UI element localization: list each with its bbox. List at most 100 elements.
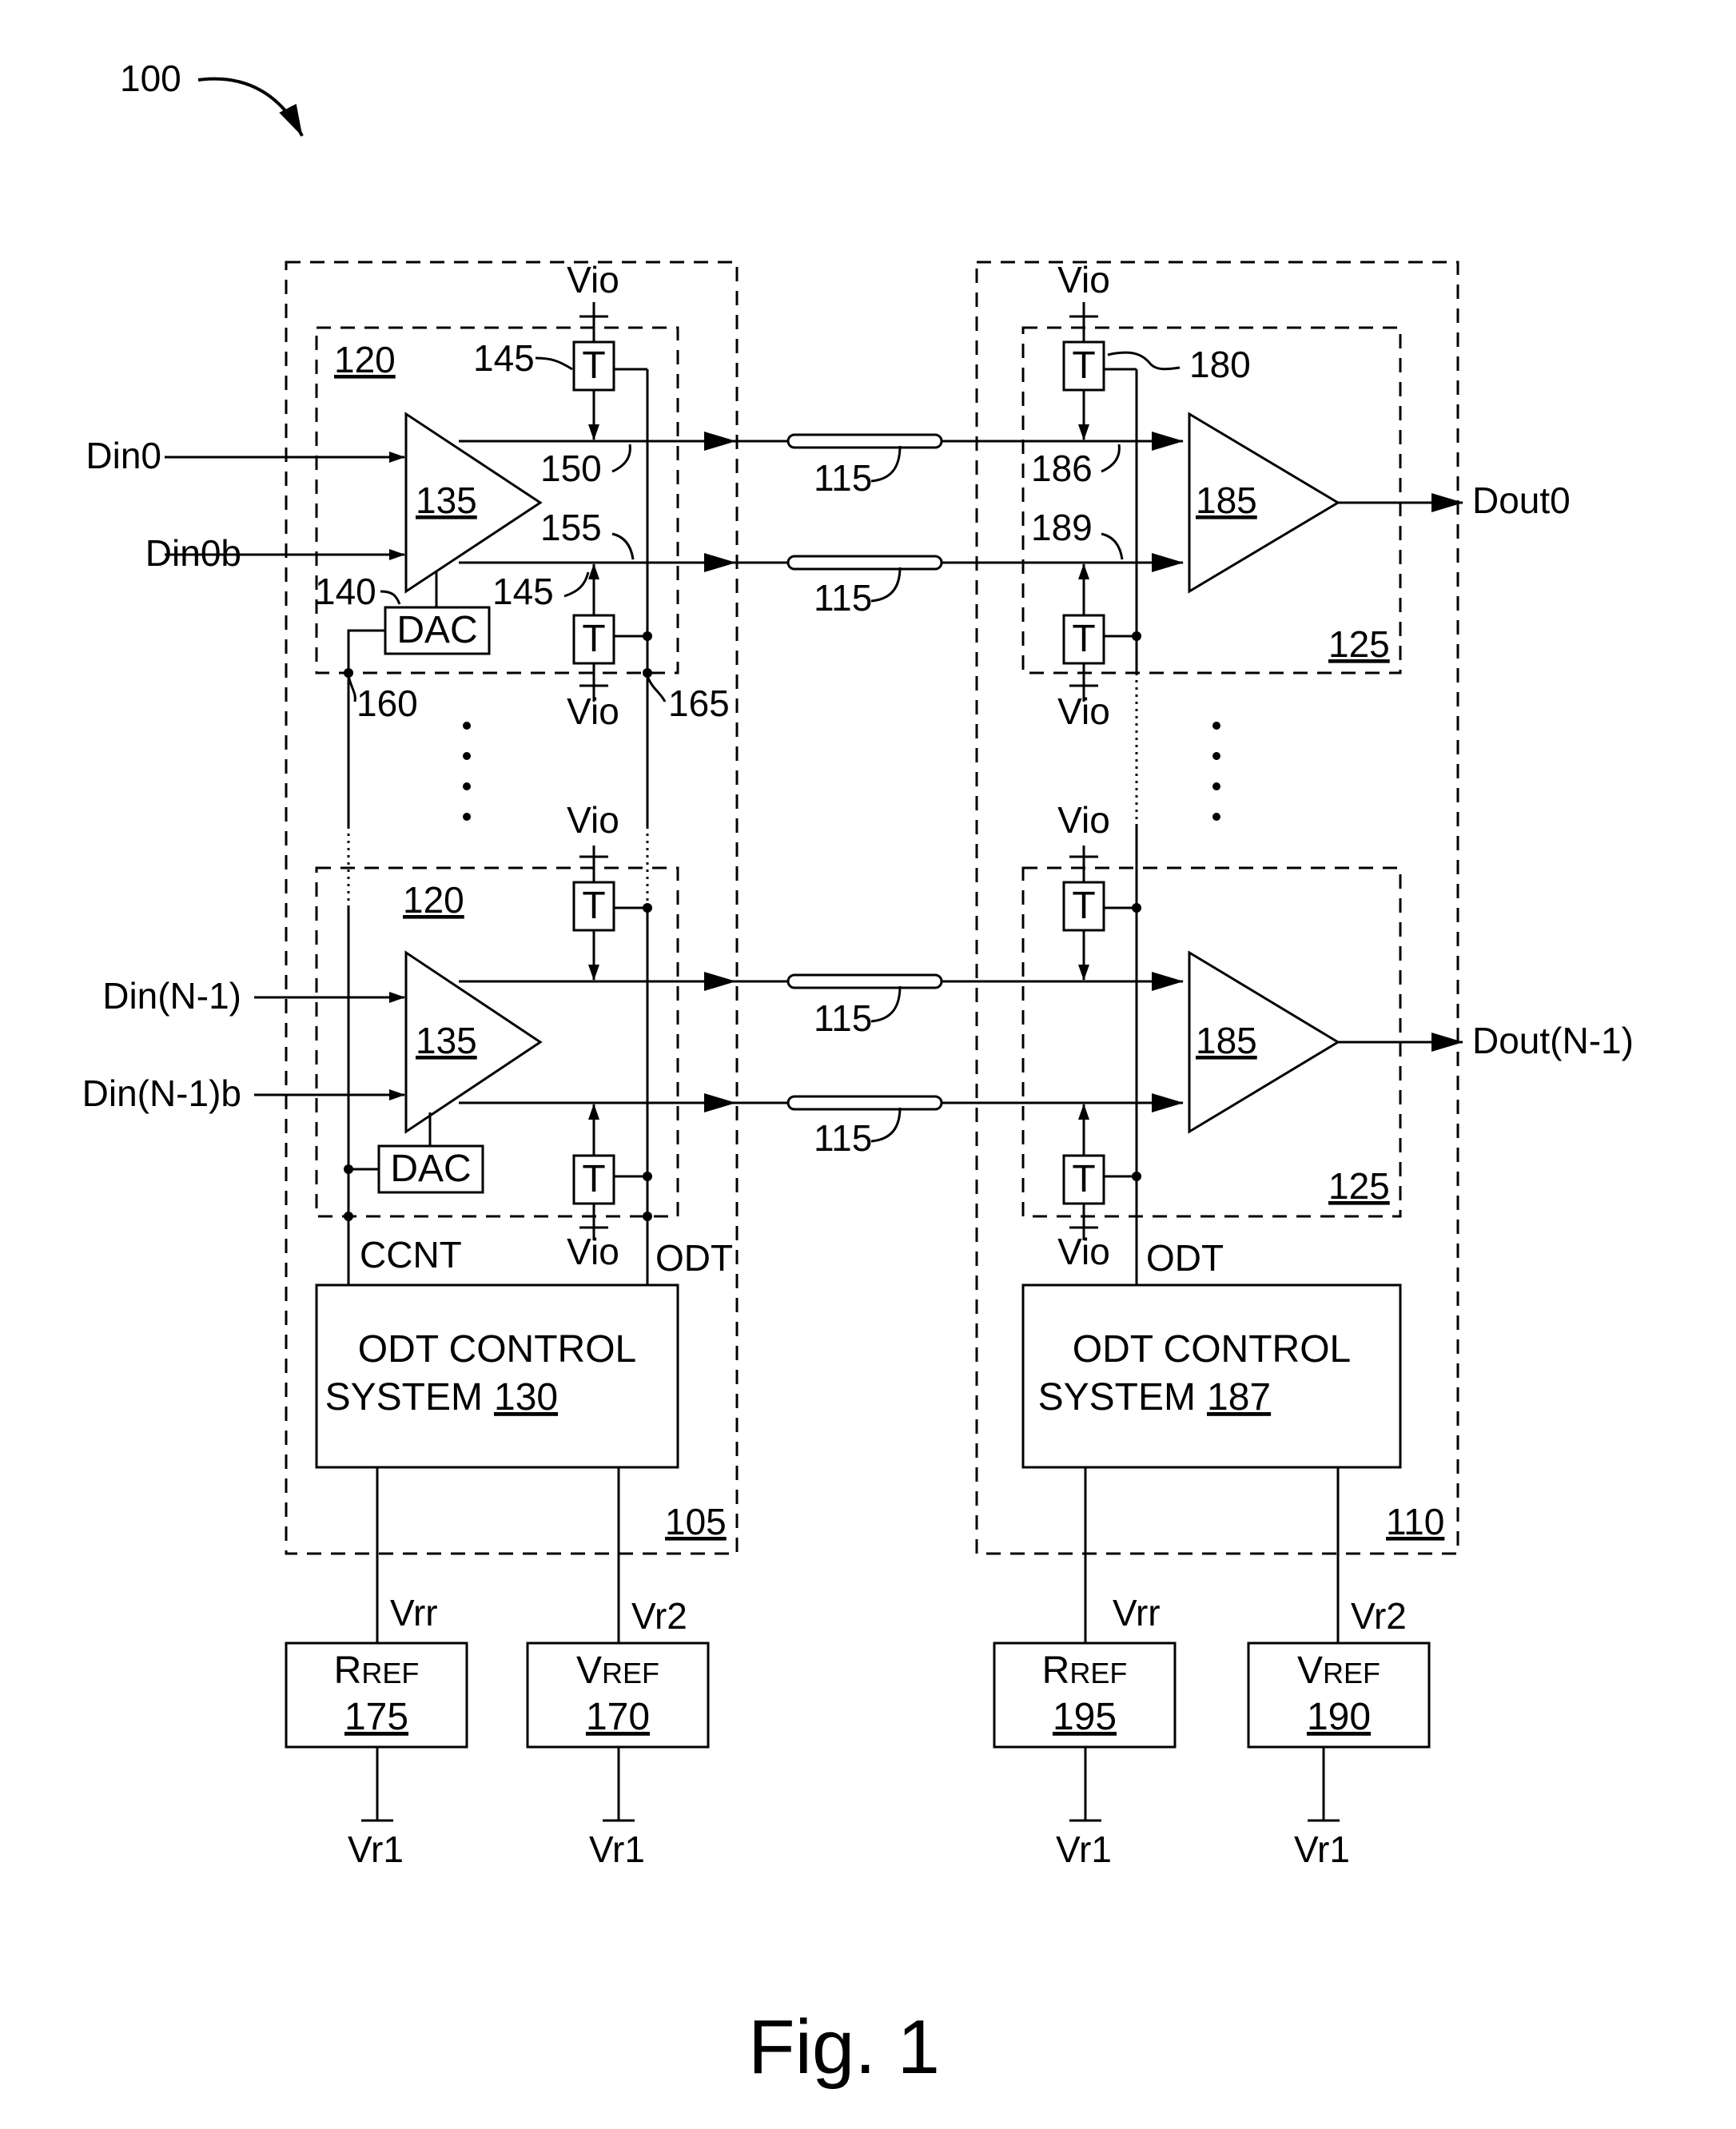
dout0-label: Dout0 <box>1472 480 1571 521</box>
rx-odt-label: ODT <box>1146 1237 1224 1279</box>
link-ref-115-c: 115 <box>814 997 872 1039</box>
rref-195-ref: 195 <box>1053 1696 1117 1738</box>
ccnt-bus-0 <box>348 631 385 826</box>
tx-vrr-label: Vrr <box>390 1592 438 1634</box>
link-ref-115-d: 115 <box>814 1117 872 1159</box>
receiver-device-label: 110 <box>1386 1501 1444 1542</box>
node-ref-189-leader <box>1101 534 1122 559</box>
rx-receiver-n1-label: 185 <box>1196 1020 1257 1061</box>
odt-ref-165: 165 <box>668 682 730 724</box>
tx-driver-0-label: 135 <box>416 480 477 521</box>
rx0-termination-top-label: T <box>1072 344 1095 387</box>
link-ref-115-b: 115 <box>814 577 872 619</box>
figure-caption: Fig. 1 <box>748 2004 940 2090</box>
ccnt-label: CCNT <box>360 1234 462 1275</box>
ccnt-ref-160: 160 <box>356 682 418 724</box>
rx-ellipsis <box>1212 722 1220 821</box>
rref-195-vr1: Vr1 <box>1056 1829 1112 1870</box>
node-ref-150-leader <box>612 444 630 472</box>
node-ref-186: 186 <box>1031 448 1093 489</box>
transmitter-device-label: 105 <box>665 1501 727 1542</box>
channel-lane0-n <box>735 556 1183 569</box>
tx-ellipsis <box>463 722 471 821</box>
rx-control-line2: SYSTEM <box>1038 1376 1196 1419</box>
dac-n1-label: DAC <box>390 1148 471 1190</box>
tx0-termination-bottom-label: T <box>582 618 605 660</box>
rxn1-vio-bottom: Vio <box>1057 1231 1110 1272</box>
odt-node-txn1-b <box>643 1172 652 1181</box>
node-ref-155-leader <box>612 534 633 559</box>
vref-190-ref: 190 <box>1307 1696 1371 1738</box>
rx0-vio-bottom: Vio <box>1057 690 1110 732</box>
rref-175-ref: 175 <box>344 1696 408 1738</box>
tx-driver-n1-label: 135 <box>416 1020 477 1061</box>
rx0-vio-top: Vio <box>1057 259 1110 300</box>
ccnt-node-n1 <box>344 1164 353 1174</box>
txn1-termination-top-label: T <box>582 885 605 927</box>
txn1-termination-bottom-label: T <box>582 1158 605 1200</box>
odt-node-tx0-b <box>643 631 652 641</box>
tx0-vio-top: Vio <box>567 259 619 300</box>
tx0-termination-top-label: T <box>582 344 605 387</box>
din-n1b-label: Din(N-1)b <box>82 1072 241 1114</box>
tx-odt-label: ODT <box>655 1237 733 1279</box>
tx-control-ref: 130 <box>494 1376 558 1419</box>
tx-lane-n1-label: 120 <box>403 879 464 921</box>
rx-lane-0-label: 125 <box>1328 623 1390 665</box>
dac-ref-140: 140 <box>315 571 376 612</box>
link-ref-115-d-leader <box>871 1108 900 1141</box>
tx-lane-0-label: 120 <box>334 339 396 380</box>
vref-170-ref: 170 <box>586 1696 650 1738</box>
term-ref-145-top-leader <box>536 358 572 369</box>
txn1-vio-top: Vio <box>567 799 619 841</box>
figure-ref-number: 100 <box>120 58 181 99</box>
channel-lanen1-n <box>735 1096 1183 1109</box>
din0b-label: Din0b <box>145 532 241 574</box>
tx-control-line1: ODT CONTROL <box>358 1328 636 1371</box>
odt-node-txn1-a <box>643 903 652 913</box>
node-ref-155: 155 <box>540 507 602 548</box>
term-ref-145-top: 145 <box>473 337 535 379</box>
link-ref-115-c-leader <box>871 986 900 1021</box>
rx-control-line1: ODT CONTROL <box>1073 1328 1351 1371</box>
dac-0-label: DAC <box>396 609 477 651</box>
link-ref-115-a-leader <box>871 446 900 481</box>
figure-ref-arrow <box>198 79 302 136</box>
vref-190-vr1: Vr1 <box>1294 1829 1350 1870</box>
rx-lane-n1-label: 125 <box>1328 1165 1390 1207</box>
rx-receiver-0-label: 185 <box>1196 480 1257 521</box>
rx-odt-node-n1-a <box>1132 903 1141 913</box>
figure-ref-100: 100 <box>120 58 302 136</box>
rx-control-ref: 187 <box>1207 1376 1271 1419</box>
txn1-vio-bottom: Vio <box>567 1231 619 1272</box>
rx-term-ref-180: 180 <box>1189 344 1251 385</box>
rx-odt-node-n1-b <box>1132 1172 1141 1181</box>
rref-175-vr1: Vr1 <box>348 1829 404 1870</box>
rx-vrr-label: Vrr <box>1113 1592 1161 1634</box>
term-ref-145-bottom-leader <box>564 572 588 596</box>
din0-label: Din0 <box>86 435 161 476</box>
tx-control-line2: SYSTEM <box>325 1376 483 1419</box>
dout-n1-label: Dout(N-1) <box>1472 1020 1634 1061</box>
node-ref-189: 189 <box>1031 507 1093 548</box>
ccnt-node-txn1-c <box>344 1212 353 1221</box>
rxn1-termination-bottom-label: T <box>1072 1158 1095 1200</box>
link-ref-115-a: 115 <box>814 457 872 499</box>
node-ref-150: 150 <box>540 448 602 489</box>
rxn1-vio-top: Vio <box>1057 799 1110 841</box>
channel-lane0-p <box>735 435 1183 448</box>
rx-vr2-label: Vr2 <box>1351 1595 1407 1637</box>
odt-ref-leader <box>647 676 665 702</box>
node-ref-186-leader <box>1101 444 1119 472</box>
term-ref-145-bottom: 145 <box>492 571 554 612</box>
dac-ref-leader <box>380 591 400 604</box>
tx-vr2-label: Vr2 <box>631 1595 687 1637</box>
rx0-termination-bottom-label: T <box>1072 618 1095 660</box>
rx-term-ref-180-leader <box>1108 352 1180 369</box>
odt-node-txn1-c <box>643 1212 652 1221</box>
rxn1-termination-top-label: T <box>1072 885 1095 927</box>
vref-170-vr1: Vr1 <box>589 1829 645 1870</box>
din-n1-label: Din(N-1) <box>102 975 241 1017</box>
